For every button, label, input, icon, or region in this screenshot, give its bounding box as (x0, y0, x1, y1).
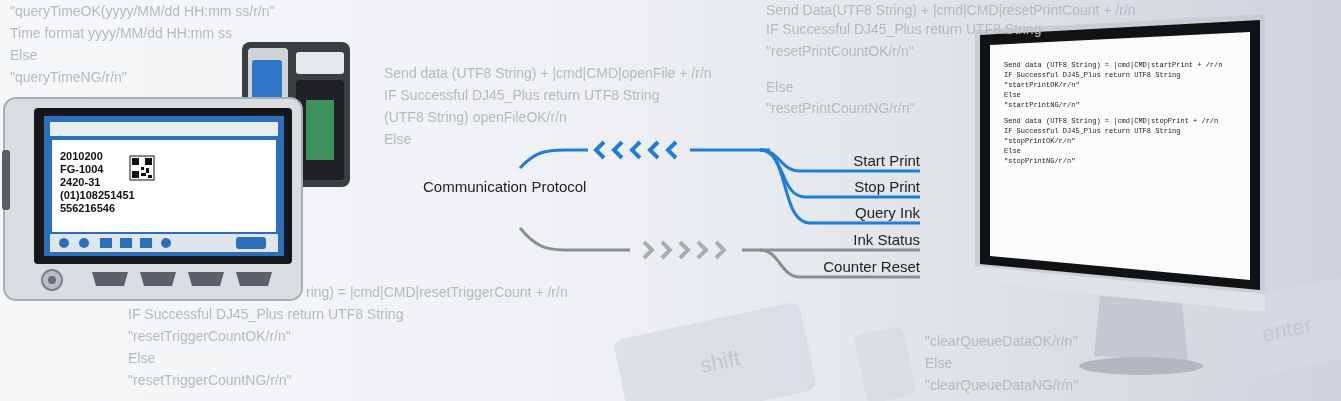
screen-text: 2420-31 (60, 176, 100, 188)
screen-text: 2010200 (60, 150, 103, 162)
background-code: "resetPrintCountOK/r/n" (766, 44, 914, 59)
background-code: Send Data(UTF8 String) + |cmd|CMD|resetP… (766, 3, 1136, 18)
screen-text: FG-1004 (60, 163, 103, 175)
background-code: Else (10, 48, 37, 63)
background-code: Else (384, 132, 411, 147)
background-code: Else (925, 356, 952, 371)
monitor-code: "stopPrintNG/r/n" (1004, 158, 1075, 166)
background-code: ring) = |cmd|CMD|resetTriggerCount + /r/… (306, 285, 568, 300)
background-code: IF Successful DJ45_Plus return UTF8 Stri… (384, 88, 659, 103)
background-code: (UTF8 String) openFileOK/r/n (384, 110, 567, 125)
protocol-label: Query Ink (855, 205, 920, 222)
monitor-code: "startPrintOK/r/n" (1004, 82, 1080, 90)
background-code: "resetTriggerCountOK/r/n" (128, 329, 291, 344)
monitor-code: "startPrintNG/r/n" (1004, 102, 1080, 110)
protocol-label: Ink Status (853, 232, 920, 249)
background-code: "queryTimeNG/r/n" (10, 70, 127, 85)
qr-code (130, 156, 154, 180)
protocol-label: Stop Print (854, 179, 920, 196)
protocol-label: Start Print (853, 153, 920, 170)
background-code: "clearQueueDataOK/r/n" (925, 334, 1077, 349)
monitor-code: Send data (UTF8 String) = |cmd|CMD|start… (1004, 62, 1222, 70)
protocol-label: Counter Reset (823, 259, 920, 276)
controller-device (2, 98, 302, 300)
monitor-code: IF Successful DJ45_Plus return UTF8 Stri… (1004, 128, 1180, 136)
monitor-code: "stopPrintOK/r/n" (1004, 138, 1075, 146)
monitor-code: Send data (UTF8 String) = |cmd|CMD|stopP… (1004, 118, 1218, 126)
background-code: Time format yyyy/MM/dd HH:mm ss (10, 26, 232, 41)
background-code: "resetTriggerCountNG/r/n" (128, 373, 291, 388)
monitor-code: Else (1004, 92, 1021, 100)
background-code: Else (128, 351, 155, 366)
background-code: IF Successful DJ45_Plus return UTF8 Stri… (766, 22, 1041, 37)
screen-text: (01)108251451 (60, 189, 135, 201)
monitor-code: Else (1004, 148, 1021, 156)
status-lines (520, 228, 920, 277)
background-code: "clearQueueDataNG/r/n" (925, 378, 1078, 393)
screen-text: 556216546 (60, 202, 115, 214)
background-code: "resetPrintCountNG/r/n" (766, 101, 914, 116)
background-code: Else (766, 80, 793, 95)
background-code: IF Successful DJ45_Plus return UTF8 Stri… (128, 307, 403, 322)
background-code: "queryTimeOK(yyyy/MM/dd HH:mm ss/r/n" (10, 4, 275, 19)
background-code: Send data (UTF8 String) + |cmd|CMD|openF… (384, 66, 712, 81)
computer-monitor (975, 14, 1265, 375)
protocol-label: Communication Protocol (423, 179, 586, 196)
monitor-code: IF Successful DJ45_Plus return UTF8 Stri… (1004, 72, 1180, 80)
